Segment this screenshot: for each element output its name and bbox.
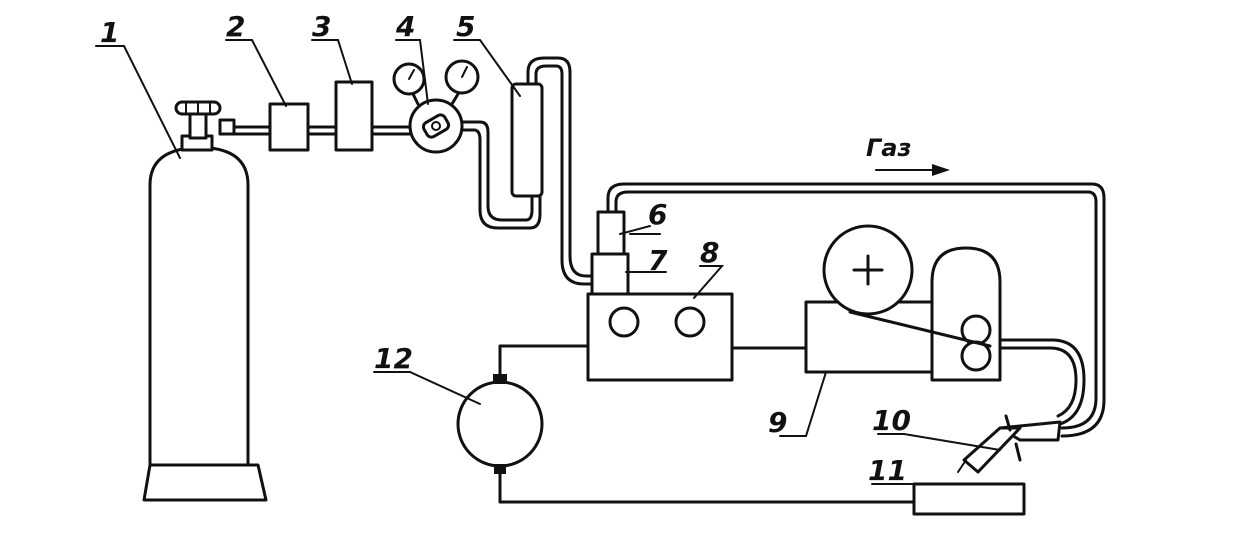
wire-feeder bbox=[804, 224, 1002, 382]
gas-cylinder bbox=[142, 100, 268, 502]
gas-hose-to-flowmeter bbox=[460, 120, 542, 230]
welding-torch bbox=[957, 414, 1062, 474]
leader-lines bbox=[95, 39, 1001, 485]
flowmeter bbox=[510, 82, 544, 198]
label-4: 4 bbox=[395, 10, 415, 43]
pressure-reducer bbox=[392, 59, 480, 154]
relay-box bbox=[590, 252, 630, 296]
label-12: 12 bbox=[374, 342, 413, 375]
gas-hose-to-valve bbox=[526, 56, 598, 286]
electric-wires bbox=[498, 344, 916, 504]
label-10: 10 bbox=[872, 404, 911, 437]
gas-flow-arrow bbox=[875, 164, 950, 176]
label-5: 5 bbox=[456, 10, 475, 43]
wire-hose bbox=[998, 338, 1086, 426]
workpiece bbox=[912, 482, 1026, 516]
label-7: 7 bbox=[648, 244, 668, 277]
label-9: 9 bbox=[768, 406, 787, 439]
heater-box bbox=[268, 102, 310, 152]
label-2: 2 bbox=[226, 10, 245, 43]
label-1: 1 bbox=[100, 16, 119, 49]
dryer-box bbox=[334, 80, 374, 152]
label-11: 11 bbox=[868, 454, 907, 487]
power-source bbox=[456, 374, 544, 474]
control-unit bbox=[586, 292, 734, 382]
label-3: 3 bbox=[312, 10, 331, 43]
gas-line-main bbox=[232, 125, 412, 136]
gas-hose-to-torch bbox=[606, 182, 1106, 438]
gas-valve bbox=[596, 210, 626, 256]
label-6: 6 bbox=[648, 198, 667, 231]
gas-label: Газ bbox=[866, 134, 911, 162]
label-8: 8 bbox=[700, 236, 719, 269]
